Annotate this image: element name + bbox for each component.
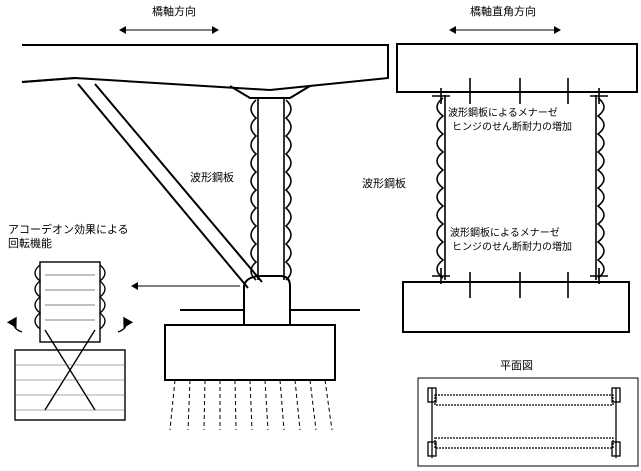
side-web-label: 波形鋼板 bbox=[190, 171, 234, 184]
detail-core bbox=[39, 261, 101, 343]
annotation-bottom-line1: 波形鋼板によるメナーゼ bbox=[450, 228, 560, 239]
detail-caption-line1: アコーデオン効果による bbox=[8, 223, 129, 236]
detail-rotation-right bbox=[117, 316, 134, 333]
detail-inset bbox=[6, 261, 134, 421]
side-deck-outline bbox=[21, 44, 389, 92]
front-pier-cap bbox=[402, 281, 630, 333]
side-direction-label: 橋軸方向 bbox=[152, 5, 196, 18]
side-footing bbox=[164, 324, 336, 381]
detail-caption-line2: 回転機能 bbox=[8, 237, 52, 250]
front-anchor-bars bbox=[432, 78, 608, 298]
front-corrugated-webs bbox=[436, 95, 605, 280]
detail-base bbox=[14, 349, 126, 421]
plan-web-bottom bbox=[434, 437, 614, 449]
annotation-bottom-line2: ヒンジのせん断耐力の増加 bbox=[452, 242, 572, 253]
side-deck-bottom bbox=[21, 77, 76, 83]
front-web-label: 波形鋼板 bbox=[362, 177, 406, 190]
detail-rotation-left bbox=[6, 316, 23, 333]
plan-web-top bbox=[434, 394, 614, 406]
side-elevation bbox=[21, 26, 389, 431]
front-deck bbox=[396, 43, 638, 93]
side-piles bbox=[169, 379, 333, 431]
plan-frame bbox=[417, 377, 639, 467]
plan-view bbox=[417, 377, 639, 467]
front-direction-label: 橋軸直角方向 bbox=[470, 5, 536, 18]
plan-view-title: 平面図 bbox=[500, 359, 533, 372]
annotation-top-line2: ヒンジのせん断耐力の増加 bbox=[452, 122, 572, 133]
detail-cross-2 bbox=[44, 329, 96, 411]
side-strut-2 bbox=[94, 83, 263, 283]
annotation-top-line1: 波形鋼板によるメナーゼ bbox=[448, 108, 558, 119]
side-strut bbox=[77, 83, 249, 289]
front-elevation bbox=[396, 26, 638, 333]
side-pier-haunch bbox=[229, 85, 311, 99]
side-corrugated-web bbox=[250, 98, 292, 281]
side-pier-head bbox=[243, 275, 291, 326]
